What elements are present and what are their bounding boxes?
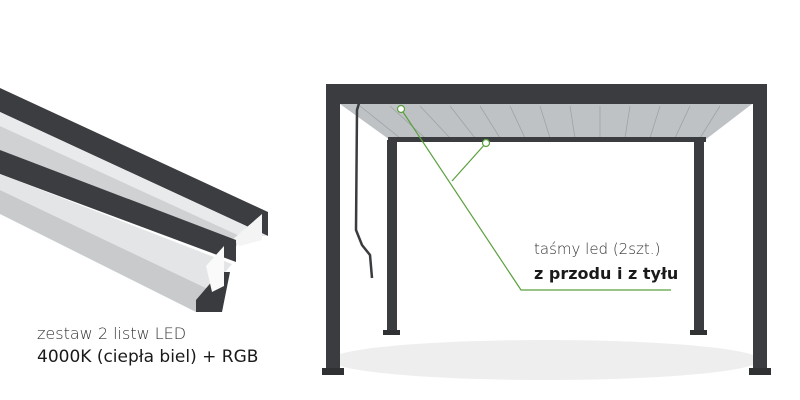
floor-shadow	[330, 340, 760, 380]
led-strips-annotation: taśmy led (2szt.)	[534, 240, 661, 258]
pergola-image	[322, 84, 771, 375]
annotation-leader	[396, 104, 671, 291]
led-set-caption: zestaw 2 listw LED	[37, 324, 187, 343]
led-profiles-image	[0, 88, 268, 312]
led-strips-position-annotation: z przodu i z tyłu	[534, 264, 679, 283]
crank-handle	[354, 99, 374, 279]
led-color-caption: 4000K (ciepła biel) + RGB	[37, 347, 259, 367]
